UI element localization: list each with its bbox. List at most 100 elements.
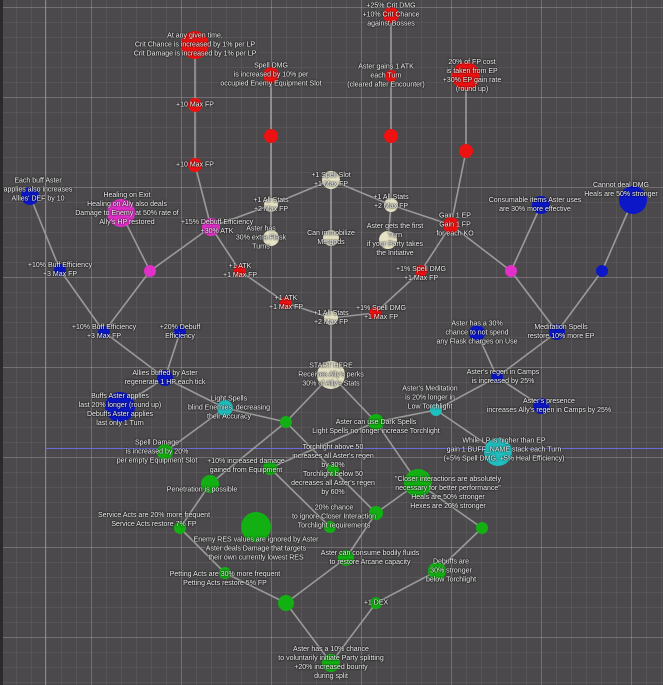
- skill-node-r9[interactable]: [452, 62, 480, 90]
- skill-node-r11[interactable]: [443, 217, 459, 233]
- skill-node-g11[interactable]: [174, 522, 186, 534]
- skill-node-r10[interactable]: [459, 144, 473, 158]
- edge-B1-B2: [270, 179, 332, 206]
- skill-node-u3[interactable]: [98, 326, 110, 338]
- skill-node-u2[interactable]: [54, 264, 66, 276]
- edge-G8-G13: [345, 512, 377, 559]
- edge-B2-M1: [210, 204, 272, 228]
- skill-node-g13[interactable]: [338, 550, 354, 566]
- edge-R12-R13: [239, 270, 287, 304]
- skill-node-r8[interactable]: [384, 129, 398, 143]
- edge-M4-U11: [510, 270, 558, 333]
- edge-G1-G5: [285, 421, 334, 471]
- edge-G16-G13: [285, 557, 347, 604]
- skill-node-b3[interactable]: [384, 198, 398, 212]
- edge-G4-G10: [269, 467, 331, 528]
- skill-node-g9[interactable]: [241, 512, 271, 542]
- edge-R11-B3: [390, 204, 452, 226]
- edge-M4-U7: [510, 204, 542, 272]
- skill-node-c2[interactable]: [430, 404, 442, 416]
- edge-U12-C2: [435, 376, 498, 411]
- skill-node-r7[interactable]: [385, 70, 397, 82]
- skill-node-g4[interactable]: [263, 461, 277, 475]
- canvas-edge: [0, 0, 3, 685]
- skill-node-b5[interactable]: [323, 230, 339, 246]
- edge-U11-U12: [496, 331, 558, 378]
- edge-R14-R11: [420, 224, 452, 272]
- skill-node-m4[interactable]: [505, 265, 517, 277]
- edge-R13-B7: [285, 302, 332, 319]
- skill-node-m3[interactable]: [144, 265, 156, 277]
- skill-node-b4[interactable]: [263, 230, 279, 246]
- edge-G5-G8: [332, 469, 377, 514]
- edge-G14-G16: [224, 572, 287, 604]
- skill-node-r5[interactable]: [264, 129, 278, 143]
- skill-node-r6[interactable]: [383, 7, 399, 23]
- skill-node-u1[interactable]: [21, 187, 39, 205]
- skill-node-u8[interactable]: [619, 186, 647, 214]
- skill-node-u9[interactable]: [596, 265, 608, 277]
- edge-R11-M4: [450, 224, 512, 272]
- edge-G16-G18: [285, 602, 332, 664]
- skill-node-r2[interactable]: [188, 98, 202, 112]
- skill-node-u12[interactable]: [491, 371, 503, 383]
- skill-node-g18[interactable]: [322, 654, 340, 672]
- skill-node-u4[interactable]: [174, 326, 186, 338]
- edge-U1-U2: [29, 195, 61, 271]
- edge-U2-U3: [59, 269, 105, 333]
- skill-node-m2[interactable]: [107, 199, 135, 227]
- skill-node-g7[interactable]: [404, 469, 432, 497]
- edge-G11-G14: [179, 527, 226, 574]
- skill-node-g2[interactable]: [368, 414, 384, 430]
- skill-node-g1[interactable]: [280, 416, 292, 428]
- skill-node-g5[interactable]: [327, 464, 339, 476]
- skill-node-b2[interactable]: [264, 198, 278, 212]
- edge-C2-G2: [375, 409, 437, 423]
- edge-G18-G17: [330, 602, 377, 664]
- skill-node-g15[interactable]: [428, 562, 446, 580]
- skill-node-r3[interactable]: [188, 158, 202, 172]
- edge-R3-M1: [194, 164, 212, 228]
- skill-node-r14[interactable]: [415, 265, 427, 277]
- skill-node-g6[interactable]: [201, 475, 219, 493]
- skill-node-b8[interactable]: [317, 361, 345, 389]
- skill-node-m1[interactable]: [202, 218, 220, 236]
- edge-U12-U13: [496, 376, 542, 407]
- skill-node-g3[interactable]: [157, 444, 173, 460]
- skill-node-u7[interactable]: [532, 196, 550, 214]
- skill-node-g10[interactable]: [324, 521, 336, 533]
- skill-node-g12[interactable]: [476, 522, 488, 534]
- edge-R10-R11: [450, 150, 467, 226]
- skill-node-r12[interactable]: [234, 265, 246, 277]
- skill-node-b1[interactable]: [322, 171, 340, 189]
- edge-C1-G1: [224, 407, 287, 423]
- skill-node-u10[interactable]: [469, 325, 485, 341]
- skill-node-b7[interactable]: [324, 311, 338, 325]
- horizontal-axis-line: [45, 448, 663, 449]
- skill-node-g8[interactable]: [369, 506, 383, 520]
- edge-U4-U5: [164, 331, 181, 379]
- skill-node-c3[interactable]: [484, 438, 512, 466]
- skill-node-r15[interactable]: [369, 307, 381, 319]
- skill-node-r13[interactable]: [280, 297, 292, 309]
- skill-node-g16[interactable]: [278, 595, 294, 611]
- edge-C1-G3: [164, 407, 226, 453]
- edge-U5-C1: [164, 377, 226, 409]
- skill-node-u5[interactable]: [157, 370, 173, 386]
- edge-B7-R15: [330, 312, 376, 319]
- skill-node-u11[interactable]: [549, 324, 565, 340]
- edge-G15-G12: [436, 527, 483, 572]
- skill-node-r1[interactable]: [181, 31, 209, 59]
- skill-node-c1[interactable]: [217, 400, 233, 416]
- edge-G1-G6: [209, 421, 287, 485]
- edge-M1-M3: [149, 226, 212, 272]
- skill-node-u6[interactable]: [105, 392, 135, 422]
- skill-node-b6[interactable]: [379, 231, 397, 249]
- edge-R15-R14: [374, 270, 422, 314]
- skill-node-r4[interactable]: [263, 67, 279, 83]
- skill-node-g14[interactable]: [219, 567, 231, 579]
- skill-node-g17[interactable]: [370, 597, 382, 609]
- edge-U10-U12: [476, 332, 498, 378]
- skill-node-u13[interactable]: [533, 398, 549, 414]
